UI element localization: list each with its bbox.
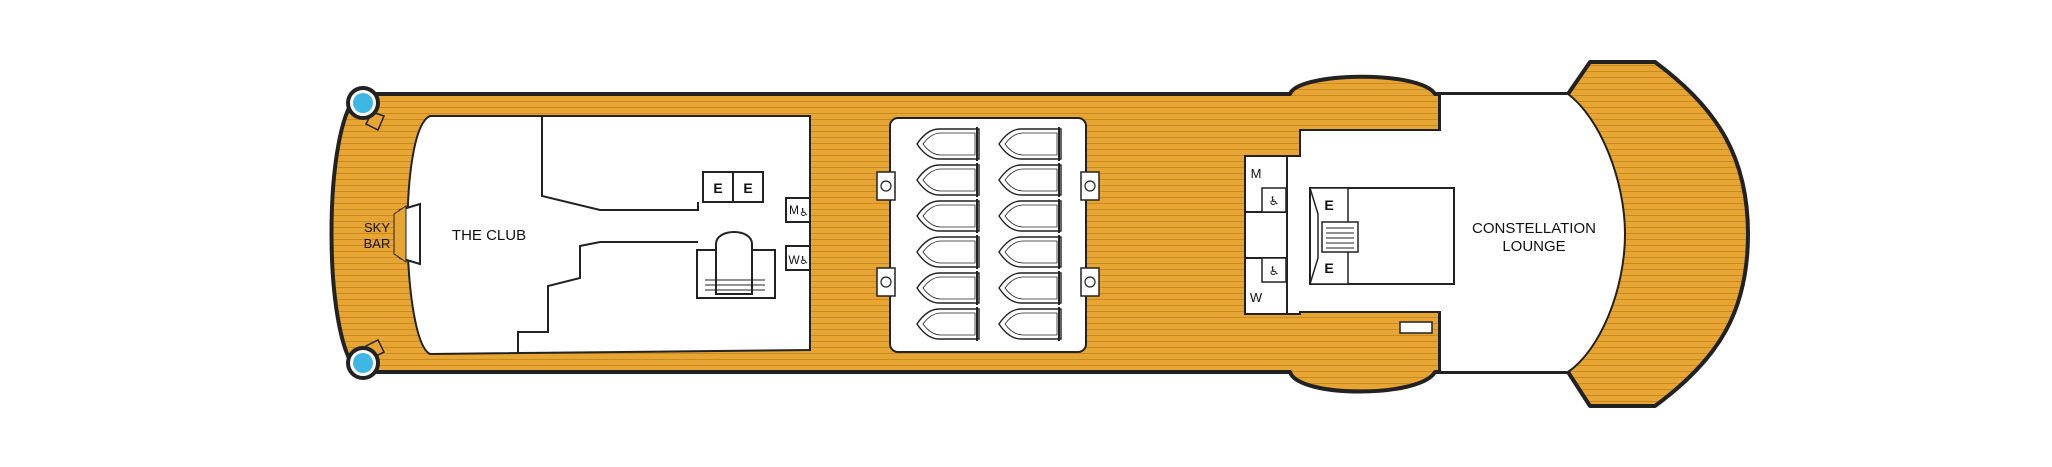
the-club-area[interactable]: E E M ♿ W ♿ THE CLUB <box>406 115 811 356</box>
lifeboat-inner <box>1004 204 1058 228</box>
grate-bottom <box>1399 321 1433 334</box>
bow-deck <box>1566 60 1750 408</box>
lifeboat <box>998 308 1062 340</box>
lifeboat-inner <box>922 132 976 156</box>
forward-women-accessible-icon: ♿ <box>1269 264 1280 278</box>
lounge-elevator-1-label: E <box>1324 197 1333 213</box>
club-stair-steps <box>705 279 765 291</box>
constellation-label-line1: CONSTELLATION <box>1472 220 1596 237</box>
club-elevator-2[interactable] <box>732 171 764 203</box>
forward-men-accessible-icon: ♿ <box>1269 194 1280 208</box>
lifeboat-area <box>876 117 1100 353</box>
lifeboat-inner <box>1004 240 1058 264</box>
forward-restrooms: M ♿ W ♿ <box>1244 155 1288 315</box>
club-restroom-men[interactable] <box>785 197 811 223</box>
lifeboat-inner <box>1004 168 1058 192</box>
lifeboat <box>916 200 980 232</box>
club-restroom-women-label: W <box>788 253 800 267</box>
lounge-stair-steps <box>1326 227 1354 249</box>
lifeboat <box>916 308 980 340</box>
lifeboat-inner <box>922 276 976 300</box>
club-restroom-women[interactable] <box>785 245 811 271</box>
davit-right-bottom-pin <box>1084 276 1096 288</box>
club-partition-lower <box>517 241 698 354</box>
club-elevator-2-label: E <box>743 180 752 196</box>
lifeboats <box>916 127 1062 341</box>
lifeboat-inner <box>922 312 976 336</box>
sky-bar-inner <box>393 205 407 263</box>
sky-bar-area[interactable]: SKY BAR <box>364 202 421 266</box>
lifeboat <box>916 272 980 304</box>
lifeboat <box>998 128 1062 160</box>
forward-restroom-men[interactable] <box>1261 187 1287 213</box>
lifeboat-inner <box>922 240 976 264</box>
hot-tub-top-water <box>353 93 373 113</box>
lifeboat <box>998 272 1062 304</box>
club-partition-upper <box>541 116 699 211</box>
lounge-stair <box>1321 221 1359 253</box>
sky-bar-label-line1: SKY <box>364 220 390 235</box>
lifeboat-inner <box>922 168 976 192</box>
lifeboat <box>998 200 1062 232</box>
club-elevator-1-label: E <box>713 180 722 196</box>
lifeboat <box>916 164 980 196</box>
hot-tub-bottom[interactable] <box>346 338 386 380</box>
sky-bar-label-line2: BAR <box>364 236 391 251</box>
lifeboat-inner <box>922 204 976 228</box>
davit-left-bottom-pin <box>880 276 892 288</box>
lifeboat <box>916 128 980 160</box>
forward-women-label: W <box>1250 290 1263 305</box>
the-club-label: THE CLUB <box>452 227 526 244</box>
hot-tub-top[interactable] <box>346 86 386 132</box>
constellation-lounge-area[interactable]: E E CONSTELLATION LOUNGE <box>1286 93 1627 373</box>
hot-tub-bottom-water <box>353 353 373 373</box>
davit-left-top-pin <box>880 180 892 192</box>
lifeboat <box>998 164 1062 196</box>
davit-right-top-pin <box>1084 180 1096 192</box>
lifeboat <box>998 236 1062 268</box>
club-restroom-men-label: M <box>789 203 799 217</box>
lounge-elevator-2-label: E <box>1324 260 1333 276</box>
lifeboat-inner <box>1004 312 1058 336</box>
club-stair-dome <box>715 231 753 295</box>
lifeboat-inner <box>1004 132 1058 156</box>
constellation-lounge-outline <box>1286 93 1627 373</box>
forward-men-label: M <box>1251 166 1262 181</box>
lifeboat <box>916 236 980 268</box>
club-men-accessible-icon: ♿ <box>799 207 809 219</box>
lifeboat-inner <box>1004 276 1058 300</box>
constellation-label-line2: LOUNGE <box>1502 238 1565 255</box>
club-women-accessible-icon: ♿ <box>799 255 809 267</box>
